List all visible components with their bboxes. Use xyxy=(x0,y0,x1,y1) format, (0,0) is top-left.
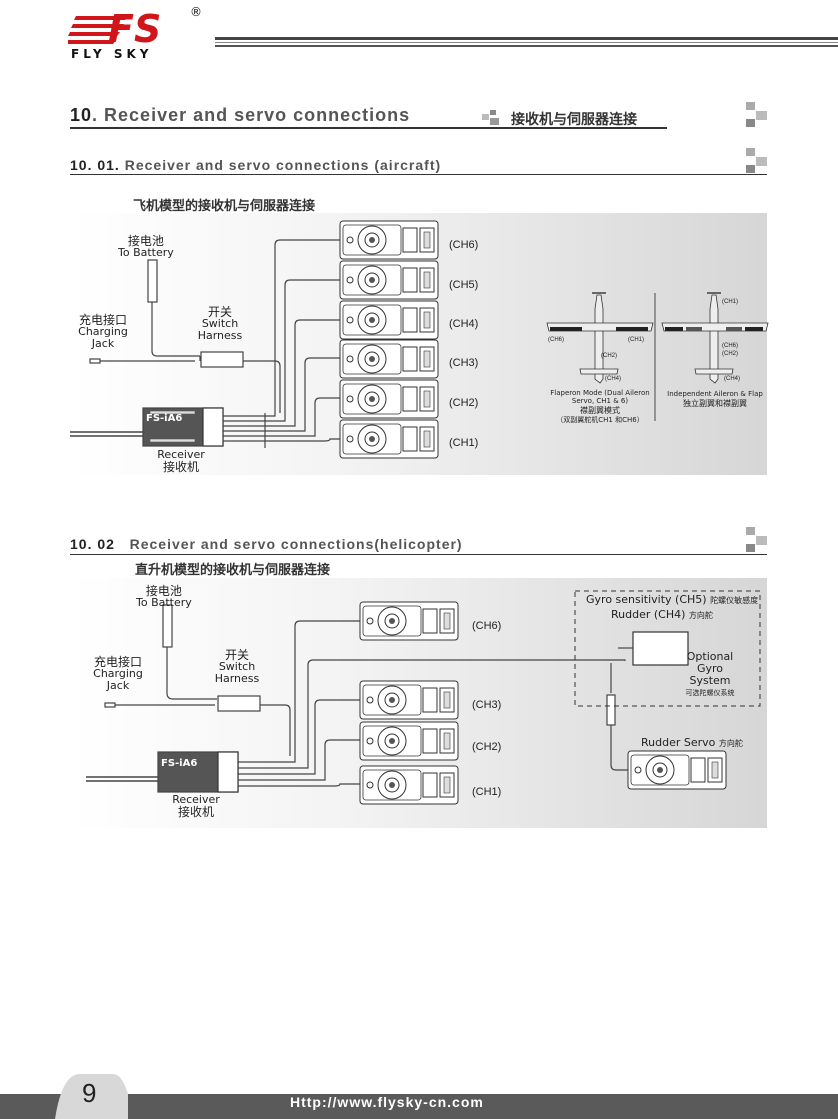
servo-4 xyxy=(339,300,439,340)
section-title-text: Receiver and servo connections(helicopte… xyxy=(129,536,463,552)
flysky-logo: FS FLY SKY ® xyxy=(68,4,203,61)
section-number: 10. 02 xyxy=(70,536,115,552)
section-10-title-zh: 接收机与伺服器连接 xyxy=(511,112,637,128)
svg-text:(CH4): (CH4) xyxy=(605,376,621,382)
helicopter-diagram: FS-iA6 接电池 To Battery 充电接口 Charging Jack… xyxy=(70,578,767,828)
svg-text:(CH1): (CH1) xyxy=(722,299,738,305)
charging-jack-label: 充电接口 Charging Jack xyxy=(93,655,143,692)
page-number: 9 xyxy=(82,1078,97,1108)
section-10-rule xyxy=(70,127,667,129)
svg-text:(CH4): (CH4) xyxy=(724,376,740,382)
receiver-label: Receiver 接收机 xyxy=(172,793,220,819)
aircraft-wiring: FS-iA6 xyxy=(70,220,656,459)
svg-text:(CH6): (CH6) xyxy=(548,337,564,343)
brand-text: FLY SKY xyxy=(71,47,152,60)
svg-text:(CH2): (CH2) xyxy=(601,353,617,359)
helicopter-wiring: FS-iA6 xyxy=(86,590,761,805)
heli-servo-1 xyxy=(359,680,459,720)
receiver-model-label: FS-iA6 xyxy=(161,758,197,769)
gyro-sensitivity-label: Gyro sensitivity (CH5) 陀螺仪敏感度 xyxy=(586,593,759,606)
channel-label-ch2: (CH2) xyxy=(472,741,502,753)
independent-aileron-plane-icon: (CH1) (CH6) (CH2) (CH4) xyxy=(661,292,769,384)
servo-2 xyxy=(339,379,439,419)
independent-aileron-caption: Independent Aileron & Flap 独立副翼和襟副翼 xyxy=(667,390,763,408)
switch-harness-label: 开关 Switch Harness xyxy=(214,648,260,685)
servo-5 xyxy=(339,260,439,300)
channel-label-ch1: (CH1) xyxy=(472,786,502,798)
square-decor-icon xyxy=(482,110,499,125)
section-1001-title: 10. 01. Receiver and servo connections (… xyxy=(70,157,441,173)
header-decor-lines xyxy=(215,36,838,50)
square-decor-icon xyxy=(746,527,767,552)
servo-1 xyxy=(339,419,439,459)
section-number: 10. 01. xyxy=(70,157,120,173)
servo-3 xyxy=(339,339,439,379)
registered-mark: ® xyxy=(190,5,202,19)
heli-servo-0 xyxy=(359,601,459,641)
flaperon-caption: Flaperon Mode (Dual Aileron Servo, CH1 &… xyxy=(550,389,650,424)
channel-label-ch6: (CH6) xyxy=(449,239,479,251)
section-title-text: Receiver and servo connections (aircraft… xyxy=(124,157,442,173)
rudder-ch4-label: Rudder (CH4) 方向舵 xyxy=(611,608,713,621)
section-title-text: . Receiver and servo connections xyxy=(92,105,411,125)
flaperon-plane-icon: (CH6) (CH1) (CH2) (CH4) xyxy=(546,292,654,384)
aircraft-diagram: FS-iA6 接电池 To Battery 充电接口 Charging Jack… xyxy=(70,213,769,475)
channel-label-ch4: (CH4) xyxy=(449,318,479,330)
rudder-servo-label: Rudder Servo 方向舵 xyxy=(641,736,743,749)
switch-harness-label: 开关 Switch Harness xyxy=(197,305,243,342)
channel-label-ch3: (CH3) xyxy=(472,699,502,711)
heli-servo-3 xyxy=(359,765,459,805)
channel-label-ch3: (CH3) xyxy=(449,357,479,369)
servo-6 xyxy=(339,220,439,260)
channel-label-ch6: (CH6) xyxy=(472,620,502,632)
footer-bar xyxy=(0,1074,838,1119)
channel-label-ch5: (CH5) xyxy=(449,279,479,291)
section-1001-subtitle: 飞机模型的接收机与伺服器连接 xyxy=(133,199,316,214)
heli-servo-2 xyxy=(359,721,459,761)
charging-jack-label: 充电接口 Charging Jack xyxy=(78,313,128,350)
rudder-servo xyxy=(627,750,727,790)
section-1002-title: 10. 02 Receiver and servo connections(he… xyxy=(70,536,463,552)
channel-label-ch1: (CH1) xyxy=(449,437,479,449)
channel-label-ch2: (CH2) xyxy=(449,397,479,409)
svg-text:(CH2): (CH2) xyxy=(722,351,738,357)
section-1002-rule xyxy=(70,554,767,555)
section-number: 10 xyxy=(70,105,93,125)
receiver-label: Receiver 接收机 xyxy=(157,448,205,474)
footer-url[interactable]: Http://www.flysky-cn.com xyxy=(290,1094,484,1110)
receiver-model-label: FS-iA6 xyxy=(146,413,182,424)
section-10-title: 10. Receiver and servo connections xyxy=(70,105,410,126)
battery-label: 接电池 To Battery xyxy=(118,234,174,259)
svg-text:(CH1): (CH1) xyxy=(628,337,644,343)
svg-text:(CH6): (CH6) xyxy=(722,343,738,349)
battery-label: 接电池 To Battery xyxy=(136,584,192,609)
section-1001-rule xyxy=(70,174,767,175)
square-decor-icon xyxy=(746,148,767,173)
section-1002-subtitle: 直升机模型的接收机与伺服器连接 xyxy=(135,563,331,578)
svg-text:FS: FS xyxy=(108,7,161,51)
optional-gyro-label: Optional Gyro System 可选陀螺仪系统 xyxy=(685,650,735,698)
square-decor-icon xyxy=(746,102,767,127)
